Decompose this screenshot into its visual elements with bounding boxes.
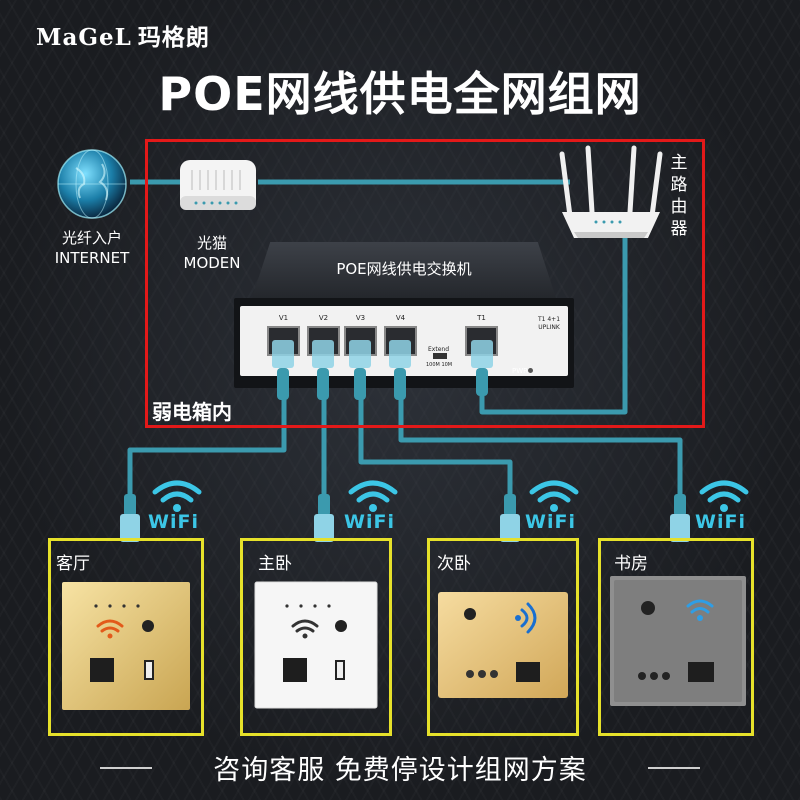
fiber-label: 光纤入户 INTERNET — [38, 228, 146, 268]
uplink-label: T1 4+1 UPLINK — [537, 316, 561, 331]
room-name-study: 书房 — [614, 554, 648, 574]
rj45-plug-icon — [314, 494, 334, 542]
router-label: 主路由器 — [670, 153, 688, 239]
room-plugs — [120, 494, 690, 542]
port-label-t1: T1 — [477, 314, 486, 322]
port-label-v3: V3 — [355, 314, 366, 322]
fiber-label-cn: 光纤入户 — [61, 229, 122, 247]
fiber-label-en: INTERNET — [54, 249, 130, 267]
cable-living-room — [127, 392, 287, 498]
brand-chinese: 玛格朗 — [137, 25, 210, 51]
rj45-plug-icon — [349, 340, 371, 400]
pwr-led — [528, 368, 533, 373]
wifi-signal-icon — [152, 480, 202, 512]
room-frame-living-room — [48, 538, 204, 736]
room-name-second-bedroom: 次卧 — [437, 554, 471, 574]
room-frame-study — [598, 538, 754, 736]
room-frame-master-bedroom — [240, 538, 392, 736]
rj45-plug-icon — [670, 494, 690, 542]
footer-divider-left — [100, 767, 152, 769]
wifi-label-second-bedroom: WiFi — [525, 511, 576, 533]
page-title: POE网线供电全网组网 — [158, 67, 642, 121]
port-label-v4: V4 — [395, 314, 406, 322]
rj45-plug-icon — [312, 340, 334, 400]
extend-switch[interactable] — [433, 353, 447, 359]
room-name-living-room: 客厅 — [56, 554, 90, 574]
distribution-box-frame — [145, 139, 705, 428]
wall-ap-panel-icon — [62, 582, 190, 710]
rj45-plug-icon — [389, 340, 411, 400]
brand-latin: MaGeL — [36, 24, 132, 51]
globe-icon — [57, 149, 127, 219]
distribution-box-label: 弱电箱内 — [152, 400, 232, 424]
extend-label: Extend — [428, 346, 449, 353]
modem-icon — [180, 160, 256, 210]
wifi-label-master-bedroom: WiFi — [344, 511, 395, 533]
port-label-v1: V1 — [278, 314, 289, 322]
modem-label-cn: 光猫 — [196, 234, 227, 252]
wifi-signal-icon — [699, 480, 749, 512]
rj45-plug-icon — [120, 494, 140, 542]
poe-switch-top — [252, 242, 556, 298]
wall-ap-panel-icon — [254, 581, 378, 709]
footer-divider-right — [648, 767, 700, 769]
router-icon — [559, 145, 663, 238]
wifi-signal-icon — [348, 480, 398, 512]
wifi-signal-icon — [529, 480, 579, 512]
switch-plugs — [272, 340, 493, 400]
rj45-plug-icon — [272, 340, 294, 400]
room-frame-second-bedroom — [427, 538, 579, 736]
modem-label: 光猫 MODEN — [160, 233, 264, 273]
extend-sub-label: 100M 10M — [426, 362, 453, 368]
footer-slogan: 咨询客服 免费停设计组网方案 — [213, 755, 587, 786]
wifi-label-study: WiFi — [695, 511, 746, 533]
cable-study — [398, 392, 683, 498]
wall-ap-panel-icon — [438, 592, 568, 698]
port-label-v2: V2 — [318, 314, 329, 322]
wall-ap-panel-icon — [610, 576, 746, 706]
modem-label-en: MODEN — [183, 254, 241, 272]
uplink-cable — [479, 232, 628, 415]
wifi-label-living-room: WiFi — [148, 511, 199, 533]
rj45-plug-icon — [471, 340, 493, 396]
rj45-plug-icon — [500, 494, 520, 542]
pwr-label: PWR — [512, 367, 529, 375]
room-name-master-bedroom: 主卧 — [258, 554, 292, 574]
poe-switch-title: POE网线供电交换机 — [336, 260, 472, 278]
